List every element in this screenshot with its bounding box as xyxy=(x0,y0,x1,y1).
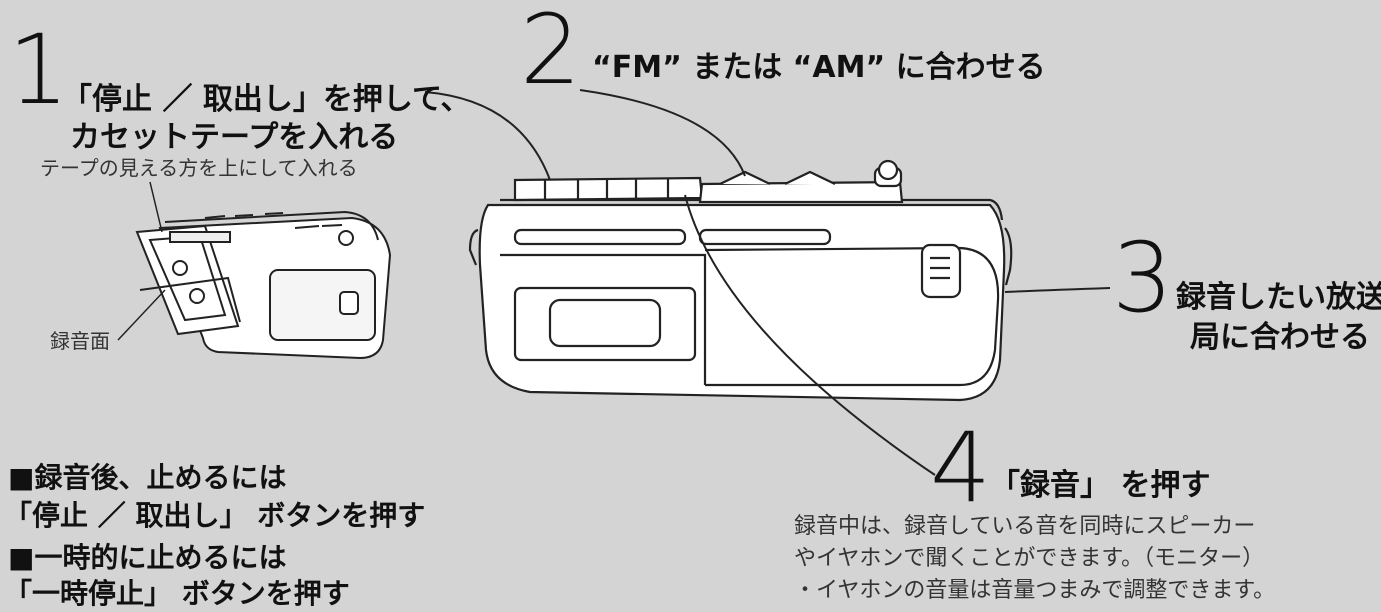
step-number-3: 3 xyxy=(1112,222,1174,334)
note-leader xyxy=(149,181,163,233)
stop-text: 「停止 ／ 取出し」 ボタンを押す xyxy=(4,499,426,532)
step-number-4: 4 xyxy=(930,412,992,524)
step4-leader xyxy=(684,194,936,476)
step2-title: “FM” または “AM” に合わせる xyxy=(592,50,1046,85)
step3-title-line1: 録音したい放送 xyxy=(1176,280,1381,315)
step-number-1: 1 xyxy=(8,14,70,126)
step1-title-line2: カセットテープを入れる xyxy=(70,120,399,155)
step1-title-line1: 「停止 ／ 取出し」を押して、 xyxy=(62,82,471,117)
recording-side-leader xyxy=(117,289,166,341)
step-number-2: 2 xyxy=(520,0,582,106)
step3-leader xyxy=(1004,287,1111,293)
recording-side-label: 録音面 xyxy=(50,329,110,353)
cassette-radio-illustration xyxy=(468,159,1013,402)
step4-desc-line3: ・イヤホンの音量は音量つまみで調整できます。 xyxy=(794,578,1276,603)
step3-title-line2: 局に合わせる xyxy=(1190,320,1370,355)
step1-leader xyxy=(424,91,551,181)
small-cassette-recorder-illustration xyxy=(135,210,392,360)
stop-heading: ■録音後、止めるには xyxy=(8,461,287,494)
step1-note: テープの見える方を上にして入れる xyxy=(40,156,358,180)
step4-desc-line2: やイヤホンで聞くことができます。（モニター） xyxy=(794,546,1265,571)
step2-leader xyxy=(579,89,746,177)
pause-text: 「一時停止」 ボタンを押す xyxy=(4,577,350,610)
step4-title: 「録音」 を押す xyxy=(990,468,1211,503)
pause-heading: ■一時的に止めるには xyxy=(8,541,287,574)
step4-desc-line1: 録音中は、録音している音を同時にスピーカー xyxy=(794,514,1256,539)
